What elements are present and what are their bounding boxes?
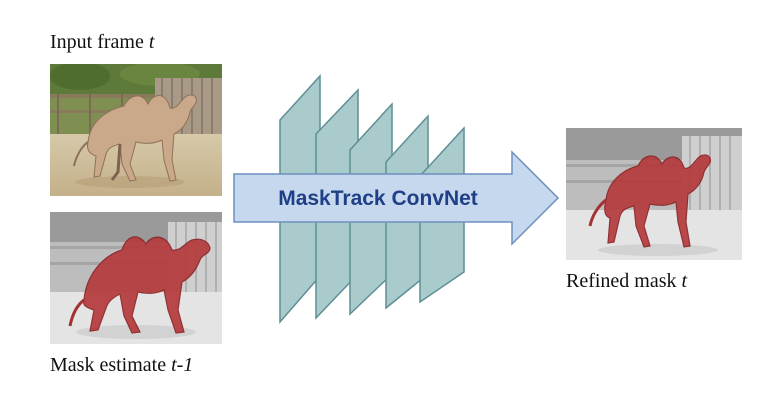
refined-mask-image [566,128,742,260]
refined-mask-label-text: Refined mask [566,270,682,292]
mask-estimate-label-text: Mask estimate [50,354,172,376]
right-arrow-icon: MaskTrack ConvNet [233,150,560,246]
refined-mask-shape [604,154,711,248]
mask-estimate-label-var: t-1 [171,354,194,376]
mask-estimate-image [50,212,222,344]
refined-mask-label: Refined mask t [566,270,687,293]
mask-estimate-label: Mask estimate t-1 [50,354,193,377]
input-frame-image [50,64,222,196]
refined-mask-label-var: t [681,270,688,292]
input-frame-label: Input frame t [50,31,154,54]
network-diagram: MaskTrack ConvNet [233,74,560,325]
previous-mask-shape [83,236,211,334]
input-frame-label-text: Input frame [50,31,149,53]
input-frame-label-var: t [148,31,155,53]
network-label: MaskTrack ConvNet [278,187,478,210]
flow-arrow [233,150,560,246]
